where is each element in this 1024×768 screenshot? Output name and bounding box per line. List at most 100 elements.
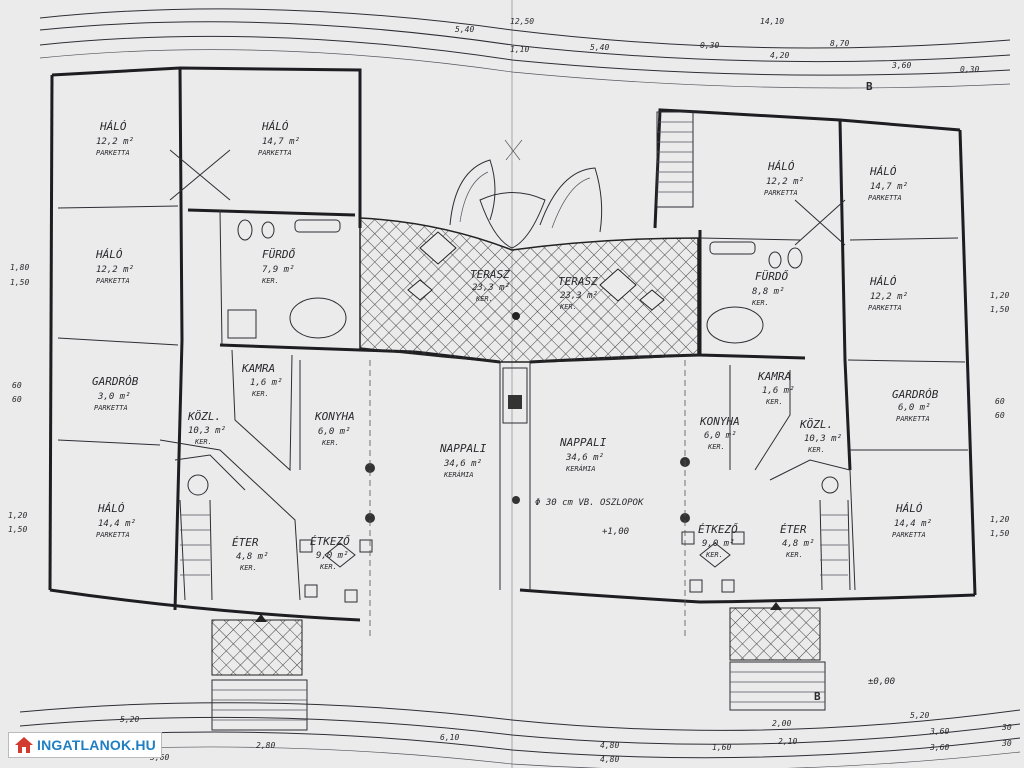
room-name: KAMRA <box>241 362 275 375</box>
bathroom-fixtures-left <box>227 219 347 339</box>
dimension-label: 1,50 <box>990 305 1009 314</box>
room-area: 4,8 m² <box>236 552 269 562</box>
side-dimension-labels: 1,80 1,50 60 60 1,20 1,50 1,20 1,50 60 6… <box>8 263 1009 538</box>
level-mark: +1,00 <box>602 527 629 537</box>
room-area: 12,2 m² <box>766 177 804 187</box>
room-floor: PARKETTA <box>764 189 798 197</box>
room-area: 6,0 m² <box>318 427 351 437</box>
room-name: KONYHA <box>699 415 740 428</box>
room-floor: KER. <box>321 439 339 447</box>
left-corridor <box>159 149 301 601</box>
arched-gazebo <box>449 139 603 249</box>
room-floor: KER. <box>239 564 257 572</box>
dimension-label: 0,30 <box>960 65 979 74</box>
dimension-label: 1,50 <box>10 278 29 287</box>
section-mark: B <box>814 690 821 703</box>
room-name: HÁLÓ <box>95 248 123 261</box>
dimension-label: 60 <box>995 411 1005 420</box>
room-name: HÁLÓ <box>261 120 289 133</box>
watermark-text: INGATLANOK.HU <box>37 737 156 753</box>
room-name: KÖZL. <box>799 418 833 431</box>
room-area: 14,4 m² <box>98 519 136 529</box>
entrance-right <box>729 602 826 711</box>
dimension-label: 3,60 <box>929 743 949 752</box>
room-area: 12,2 m² <box>96 137 134 147</box>
room-floor: PARKETTA <box>96 531 130 539</box>
room-name: HÁLÓ <box>895 502 923 515</box>
room-name: FÜRDŐ <box>262 247 295 261</box>
room-area: 9,0 m² <box>316 551 349 561</box>
dimension-label: 4,80 <box>600 755 619 764</box>
room-floor: PARKETTA <box>94 404 128 412</box>
top-dimension-lines <box>39 8 1011 89</box>
dining-set-left <box>299 539 373 603</box>
room-name: ÉTKEZŐ <box>310 534 350 548</box>
room-name: ÉTER <box>232 536 259 549</box>
room-floor: KER. <box>261 277 279 285</box>
dining-set-right <box>681 531 745 593</box>
room-area: 12,2 m² <box>96 265 134 275</box>
room-name: HÁLÓ <box>767 160 795 173</box>
entrance-left <box>211 614 308 731</box>
room-name: ÉTER <box>780 523 807 536</box>
room-name: KAMRA <box>757 370 791 383</box>
level-mark: ±0,00 <box>868 677 895 687</box>
room-area: 1,6 m² <box>762 386 795 396</box>
dimension-label: 1,50 <box>990 529 1009 538</box>
dimension-label: 60 <box>995 397 1005 406</box>
room-name: FÜRDŐ <box>755 269 788 283</box>
room-floor: KER. <box>705 551 723 559</box>
room-area: 12,2 m² <box>870 292 908 302</box>
room-area: 9,0 m² <box>702 539 735 549</box>
dimension-label: 30 <box>1001 739 1012 748</box>
room-floor: KER. <box>707 443 725 451</box>
dimension-label: 4,20 <box>770 51 789 60</box>
room-name: NAPPALI <box>559 436 607 449</box>
dimension-label: 5,40 <box>590 43 609 52</box>
room-area: 10,3 m² <box>804 434 842 444</box>
top-dimension-labels: 12,50 5,40 14,10 5,40 8,70 4,20 3,60 1,1… <box>455 17 979 74</box>
room-area: 1,6 m² <box>250 378 283 388</box>
room-area: 6,0 m² <box>704 431 737 441</box>
room-floor: KER. <box>194 438 212 446</box>
room-area: 14,4 m² <box>894 519 932 529</box>
dimension-label: 2,80 <box>256 741 275 750</box>
room-area: 10,3 m² <box>188 426 226 436</box>
dimension-label: 14,10 <box>760 17 784 26</box>
dimension-label: 1,80 <box>10 263 29 272</box>
room-floor: PARKETTA <box>868 194 902 202</box>
dimension-label: 1,20 <box>990 291 1009 300</box>
room-name: HÁLÓ <box>97 502 125 515</box>
room-name: TERASZ <box>558 275 598 288</box>
room-name: HÁLÓ <box>99 120 127 133</box>
dimension-label: 1,20 <box>8 511 27 520</box>
room-name: HÁLÓ <box>869 275 897 288</box>
house-icon <box>15 737 33 753</box>
dimension-label: 5,20 <box>120 715 139 724</box>
room-floor: PARKETTA <box>868 304 902 312</box>
dimension-label: 4,80 <box>600 741 619 750</box>
dimension-label: 1,10 <box>510 45 529 54</box>
room-floor: KER. <box>559 303 577 311</box>
dimension-label: 1,20 <box>990 515 1009 524</box>
dimension-label: 0,30 <box>700 41 719 50</box>
right-room-labels: HÁLÓ 12,2 m² PARKETTA HÁLÓ 14,7 m² PARKE… <box>558 160 939 559</box>
dimension-label: 6,10 <box>440 733 459 742</box>
room-name: NAPPALI <box>439 442 487 455</box>
room-name: HÁLÓ <box>869 165 897 178</box>
room-name: KÖZL. <box>187 410 221 423</box>
dimension-label: 2,10 <box>778 737 797 746</box>
annotations: Φ 30 cm VB. OSZLOPOK +1,00 ±0,00 B B <box>535 80 895 703</box>
room-floor: KER. <box>475 295 493 303</box>
room-name: GARDRÓB <box>892 388 939 401</box>
room-area: 14,7 m² <box>262 137 300 147</box>
room-name: TERASZ <box>470 268 510 281</box>
dimension-label: 2,00 <box>772 719 791 728</box>
dimension-label: 1,50 <box>8 525 27 534</box>
room-floor: KERÁMIA <box>443 470 474 479</box>
room-area: 4,8 m² <box>782 539 815 549</box>
bottom-dimension-lines <box>19 702 1021 768</box>
terrace-hatch <box>359 217 699 363</box>
